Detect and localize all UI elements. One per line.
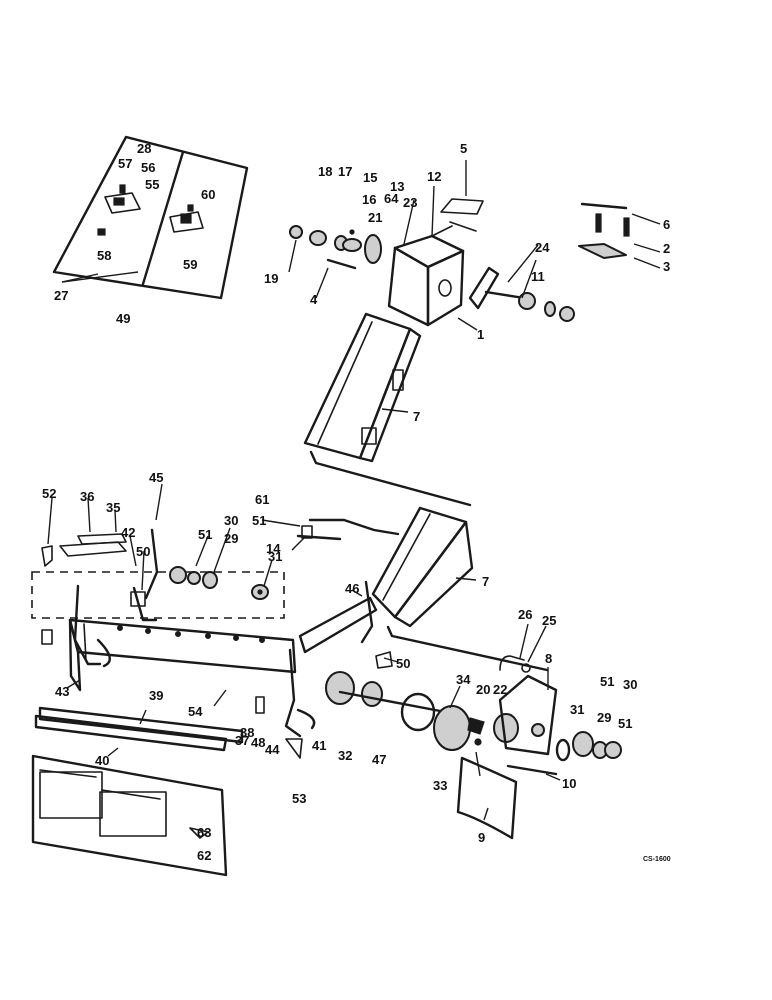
callout-30-left: 30 [224, 513, 238, 528]
callout-51-b: 51 [252, 513, 266, 528]
callout-64: 64 [384, 191, 399, 206]
callout-46: 46 [345, 581, 359, 596]
callout-49: 49 [116, 311, 130, 326]
upper-housing [387, 221, 477, 327]
callout-12: 12 [427, 169, 441, 184]
callout-51-c: 51 [600, 674, 614, 689]
callout-18: 18 [318, 164, 332, 179]
callout-59: 59 [183, 257, 197, 272]
bearing-set-right [604, 741, 622, 759]
callout-33: 33 [433, 778, 447, 793]
callout-14: 14 [266, 541, 281, 556]
bracket-part-56-57 [97, 184, 141, 236]
bearing-set-left [169, 566, 269, 600]
callout-50-right: 50 [396, 656, 410, 671]
callout-32: 32 [338, 748, 352, 763]
elevator-tube-lower [371, 506, 549, 672]
left-hangers [41, 528, 159, 668]
trough-assembly [31, 533, 297, 752]
callout-10: 10 [562, 776, 576, 791]
callout-11: 11 [531, 269, 545, 284]
callout-8: 8 [545, 651, 552, 666]
callout-53: 53 [292, 791, 306, 806]
callout-52: 52 [42, 486, 56, 501]
callout-19: 19 [264, 271, 278, 286]
callout-6: 6 [663, 217, 670, 232]
callout-29-left: 29 [224, 531, 238, 546]
callout-44: 44 [265, 742, 280, 757]
shaft-right [468, 266, 575, 322]
callout-62: 62 [197, 848, 211, 863]
inset-panel [52, 135, 249, 300]
trough-holes [116, 624, 266, 643]
callout-15: 15 [363, 170, 377, 185]
callout-labels: 5 6 2 3 24 11 12 23 13 64 21 15 16 17 18… [42, 141, 671, 863]
callout-28: 28 [137, 141, 151, 156]
callout-21: 21 [368, 210, 382, 225]
callout-61: 61 [255, 492, 269, 507]
callout-37: 37 [235, 733, 249, 748]
stripper-plate [31, 754, 228, 877]
callout-24: 24 [535, 240, 550, 255]
callout-45: 45 [149, 470, 163, 485]
callout-58: 58 [97, 248, 111, 263]
callout-25: 25 [542, 613, 556, 628]
diagram-code: CS-1600 [643, 856, 671, 863]
auger-assembly [325, 671, 608, 840]
callout-5: 5 [460, 141, 467, 156]
bracket-part-59-60 [169, 204, 204, 233]
callout-36: 36 [80, 489, 94, 504]
callout-57: 57 [118, 156, 132, 171]
shaft-left-assembly [289, 225, 382, 270]
right-trough [255, 580, 393, 759]
callout-63: 63 [197, 825, 211, 840]
callout-55: 55 [145, 177, 159, 192]
callout-42: 42 [121, 525, 135, 540]
callout-48: 48 [251, 735, 265, 750]
callout-47: 47 [372, 752, 386, 767]
callout-29-right: 29 [597, 710, 611, 725]
callout-56: 56 [141, 160, 155, 175]
callout-2: 2 [663, 241, 670, 256]
elevator-tube-upper [303, 312, 472, 507]
callout-23: 23 [403, 195, 417, 210]
callout-43: 43 [55, 684, 69, 699]
callout-40: 40 [95, 753, 109, 768]
callout-30-right: 30 [623, 677, 637, 692]
callout-31-left: 31 [268, 549, 282, 564]
callout-50-left: 50 [136, 544, 150, 559]
leader-lines [47, 160, 661, 821]
callout-51-d: 51 [618, 716, 632, 731]
hook-parts [499, 655, 531, 673]
callout-16: 16 [362, 192, 376, 207]
callout-4: 4 [310, 292, 318, 307]
callout-22: 22 [493, 682, 507, 697]
callout-34: 34 [456, 672, 471, 687]
callout-27: 27 [54, 288, 68, 303]
callout-39: 39 [149, 688, 163, 703]
callout-26: 26 [518, 607, 532, 622]
rod-and-pins [578, 202, 630, 259]
callout-51-a: 51 [198, 527, 212, 542]
callout-20: 20 [476, 682, 490, 697]
mid-support-rod [296, 518, 400, 541]
callout-60: 60 [201, 187, 215, 202]
callout-38: 38 [240, 725, 254, 740]
callout-41: 41 [312, 738, 326, 753]
callout-13: 13 [390, 179, 404, 194]
callout-1: 1 [477, 327, 484, 342]
callout-7-lower: 7 [482, 574, 489, 589]
callout-3: 3 [663, 259, 670, 274]
callout-54: 54 [188, 704, 203, 719]
callout-31-right: 31 [570, 702, 584, 717]
callout-7-upper: 7 [413, 409, 420, 424]
callout-35: 35 [106, 500, 120, 515]
callout-9: 9 [478, 830, 485, 845]
callout-17: 17 [338, 164, 352, 179]
top-plate [440, 198, 484, 215]
